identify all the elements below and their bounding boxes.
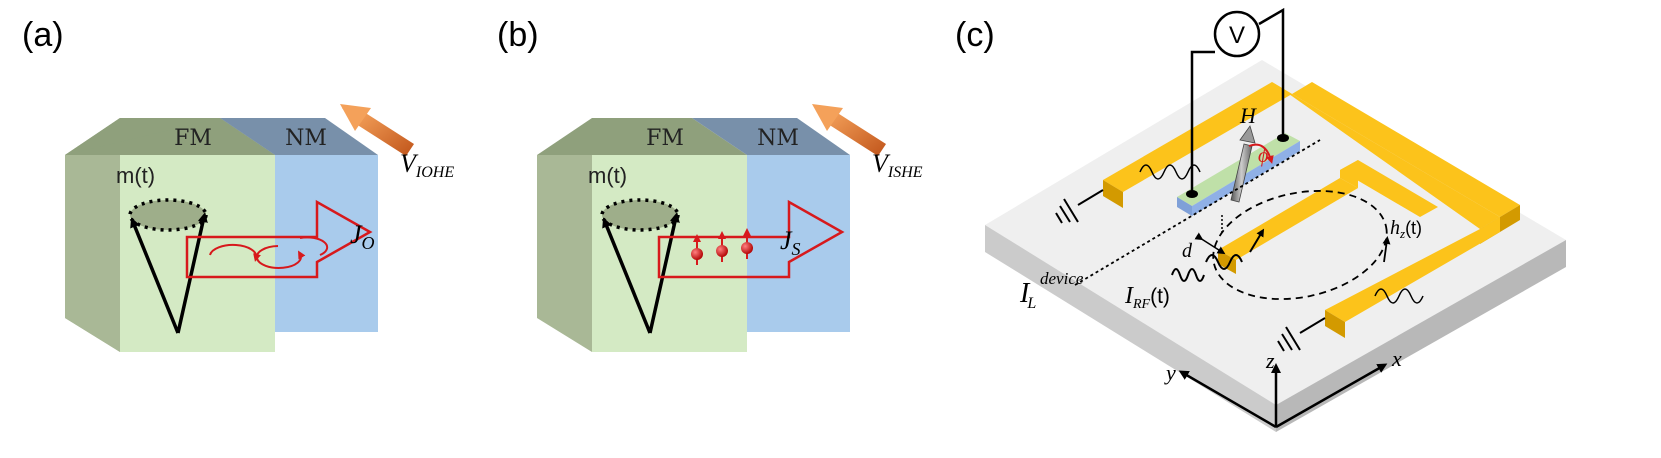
rf-wave-signal bbox=[1205, 254, 1243, 270]
magnetization-label-b: m(t) bbox=[588, 163, 627, 188]
voltage-label-a: VIOHE bbox=[400, 149, 454, 181]
axis-z-label: z bbox=[1265, 348, 1275, 373]
voltage-arrow-a-body bbox=[356, 112, 414, 156]
il-label: IL bbox=[1019, 278, 1036, 312]
voltmeter-label: V bbox=[1229, 22, 1245, 49]
panel-a-label: (a) bbox=[22, 16, 64, 54]
il-superscript: device bbox=[1040, 269, 1084, 288]
nm-top-face bbox=[220, 118, 378, 155]
rf-field-loop bbox=[1212, 190, 1388, 300]
fm-top-face-main bbox=[65, 118, 275, 155]
panel-c-label: (c) bbox=[955, 16, 995, 54]
voltmeter-lead-right bbox=[1258, 7, 1285, 136]
ground-symbol-icon-2 bbox=[1277, 317, 1326, 352]
distance-marker bbox=[1194, 232, 1226, 255]
contact-right bbox=[1277, 134, 1289, 142]
precession-ellipse-b bbox=[600, 198, 680, 232]
voltmeter-icon[interactable] bbox=[1213, 10, 1261, 58]
fm-left-face bbox=[65, 155, 120, 352]
fm-left-face-b bbox=[537, 155, 592, 352]
substrate-left-side bbox=[985, 225, 1276, 432]
nm-label-b: NM bbox=[757, 126, 799, 151]
fm-label-b: FM bbox=[646, 126, 684, 151]
voltmeter-lead-left bbox=[1190, 50, 1215, 192]
nm-top-face-b bbox=[692, 118, 850, 155]
angle-label: ϕ bbox=[1258, 145, 1268, 167]
magnetization-vector-left-b bbox=[602, 217, 652, 334]
rf-wave-input bbox=[1171, 268, 1205, 282]
magnetization-vector-left bbox=[130, 217, 180, 334]
fm-top-face-b bbox=[537, 118, 747, 155]
substrate-right-side bbox=[1276, 240, 1566, 432]
panel-b-label: (b) bbox=[497, 16, 539, 54]
orbital-current-arrow bbox=[185, 199, 373, 279]
panel-b: (b) FM NM m(t) JS VISHE bbox=[497, 16, 923, 352]
hz-label: hz(t) bbox=[1390, 217, 1422, 241]
axis-y-label: y bbox=[1164, 360, 1176, 385]
contact-left bbox=[1186, 190, 1198, 198]
fm-top-face-rear bbox=[65, 118, 220, 155]
rf-wave-top bbox=[1139, 164, 1201, 180]
voltage-arrow-b-body bbox=[828, 112, 886, 156]
signal-flow-arrow bbox=[1249, 228, 1265, 253]
spin-up-electron-icon bbox=[691, 228, 753, 265]
magnetization-label: m(t) bbox=[116, 163, 155, 188]
orbital-circulation-icon bbox=[209, 236, 329, 269]
precession-ellipse bbox=[128, 198, 208, 232]
voltage-arrow-a-head bbox=[340, 104, 371, 131]
coordinate-axes bbox=[1178, 363, 1388, 429]
field-rod-head bbox=[1239, 125, 1256, 144]
ground-symbol-icon bbox=[1055, 189, 1104, 224]
angle-arc bbox=[1248, 143, 1274, 164]
rf-wave-right bbox=[1374, 288, 1424, 304]
voltage-arrow-b-head bbox=[812, 104, 843, 131]
distance-label: d bbox=[1182, 240, 1193, 262]
axis-x-label: x bbox=[1391, 346, 1402, 371]
nm-front-face-b bbox=[747, 155, 850, 332]
coplanar-waveguide bbox=[1103, 82, 1520, 338]
spin-current-arrow bbox=[657, 199, 845, 279]
irf-label: IRF(t) bbox=[1124, 283, 1170, 312]
field-label: H bbox=[1239, 103, 1257, 128]
voltage-label-b: VISHE bbox=[872, 149, 923, 181]
panel-a: (a) FM NM m(t) JO VIOHE bbox=[22, 16, 454, 352]
panel-c: (c) bbox=[955, 7, 1566, 432]
orbital-current-label: JO bbox=[350, 220, 375, 253]
nm-label: NM bbox=[285, 126, 327, 151]
spin-current-label: JS bbox=[780, 226, 801, 259]
rf-field-arrow bbox=[1382, 236, 1391, 263]
fm-label: FM bbox=[174, 126, 212, 151]
